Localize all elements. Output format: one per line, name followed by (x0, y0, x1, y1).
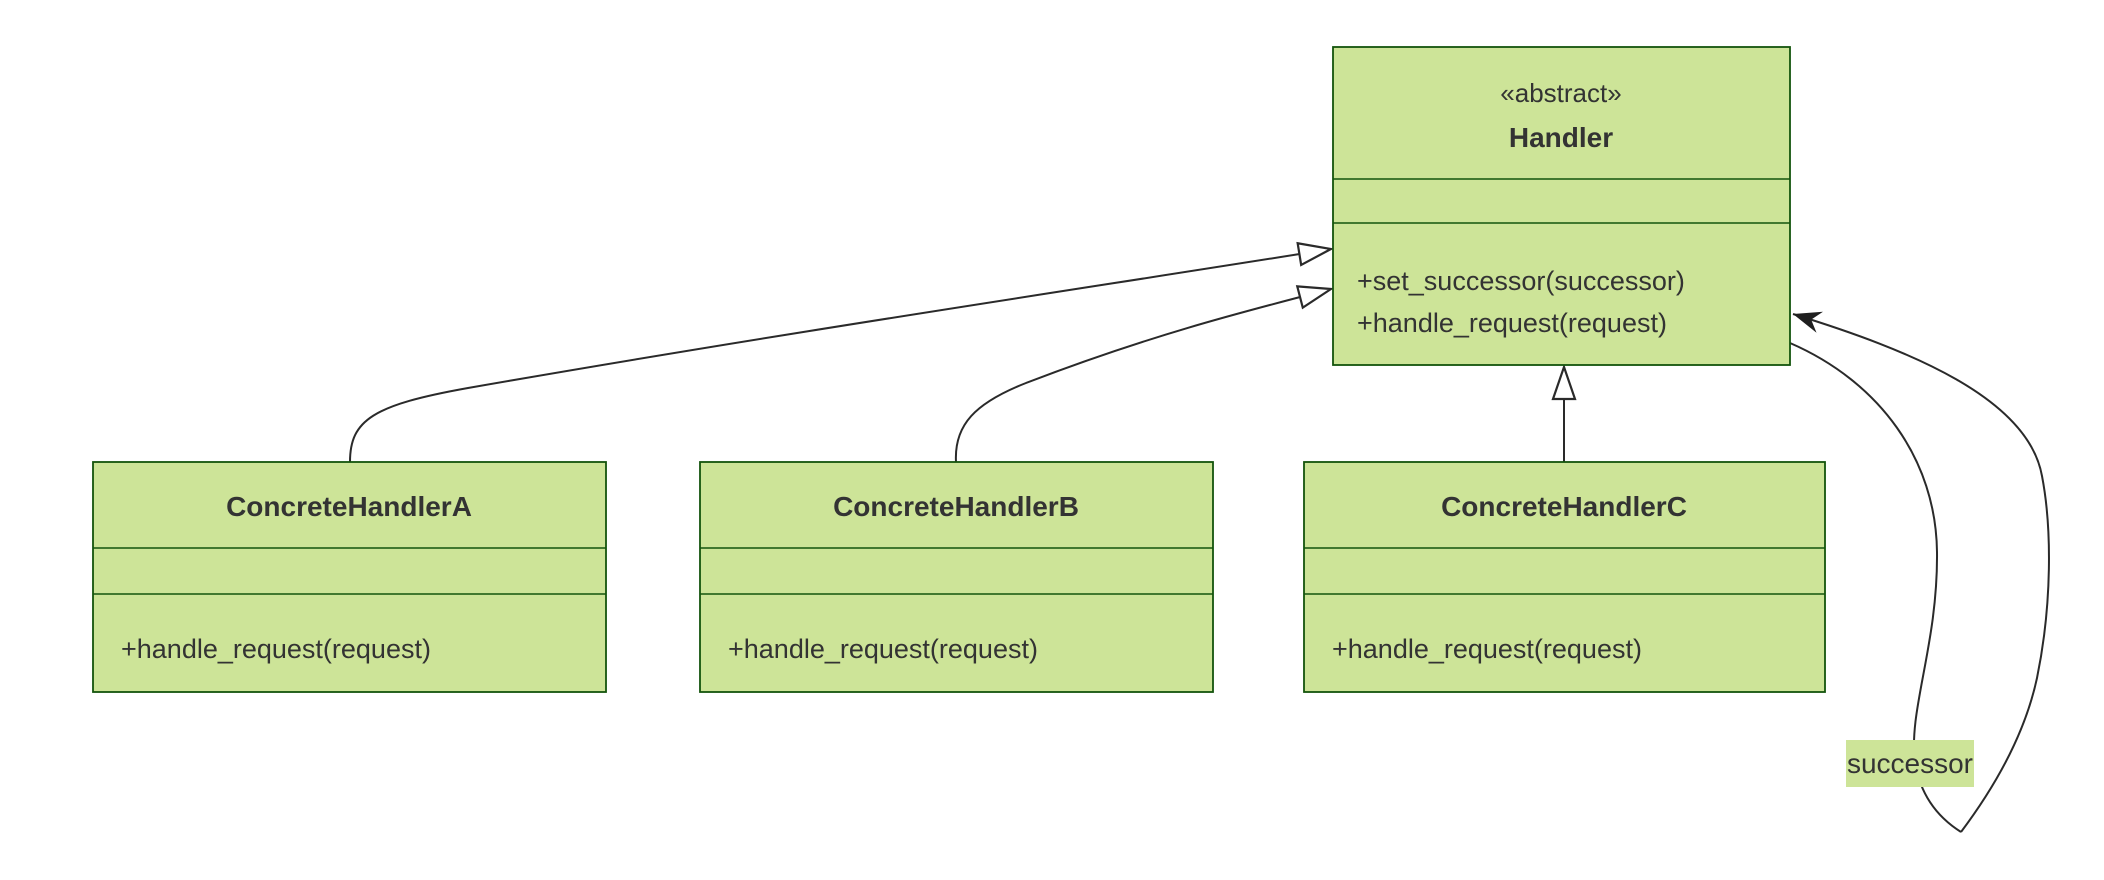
successor-label-background (1846, 740, 1974, 787)
concretehandlerb-method-handle-request: +handle_request(request) (728, 634, 1038, 664)
concretehandlera-box-outline (92, 461, 607, 693)
handler-class-name: Handler (1509, 122, 1613, 153)
handler-method-set-successor: +set_successor(successor) (1357, 266, 1685, 296)
inheritance-edge-concretehandlera-to-handler (349, 241, 1335, 463)
inheritance-edge-concretehandlerb-to-handler (954, 285, 1335, 463)
handler-box-outline (1332, 46, 1791, 366)
class-box-concretehandlerb: ConcreteHandlerB +handle_request(request… (699, 461, 1214, 693)
concretehandlera-method-handle-request: +handle_request(request) (121, 634, 431, 664)
class-box-concretehandlerc: ConcreteHandlerC +handle_request(request… (1303, 461, 1826, 693)
handler-stereotype: «abstract» (1500, 78, 1621, 108)
successor-edge-label: successor (1846, 740, 1974, 787)
successor-label-text: successor (1847, 748, 1973, 779)
relation-edges: successor (349, 241, 2050, 833)
concretehandlerc-class-name: ConcreteHandlerC (1441, 491, 1687, 522)
handler-method-handle-request: +handle_request(request) (1357, 308, 1667, 338)
concretehandlerb-box-outline (699, 461, 1214, 693)
class-box-concretehandlera: ConcreteHandlerA +handle_request(request… (92, 461, 607, 693)
class-box-handler: «abstract» Handler +set_successor(succes… (1332, 46, 1791, 366)
successor-loop-outgoing-curve (1789, 342, 1962, 833)
concretehandlera-class-name: ConcreteHandlerA (226, 491, 472, 522)
concretehandlerc-box-outline (1303, 461, 1826, 693)
concretehandlerc-method-handle-request: +handle_request(request) (1332, 634, 1642, 664)
successor-loop-return-curve (1792, 311, 2050, 833)
concretehandlerb-class-name: ConcreteHandlerB (833, 491, 1079, 522)
